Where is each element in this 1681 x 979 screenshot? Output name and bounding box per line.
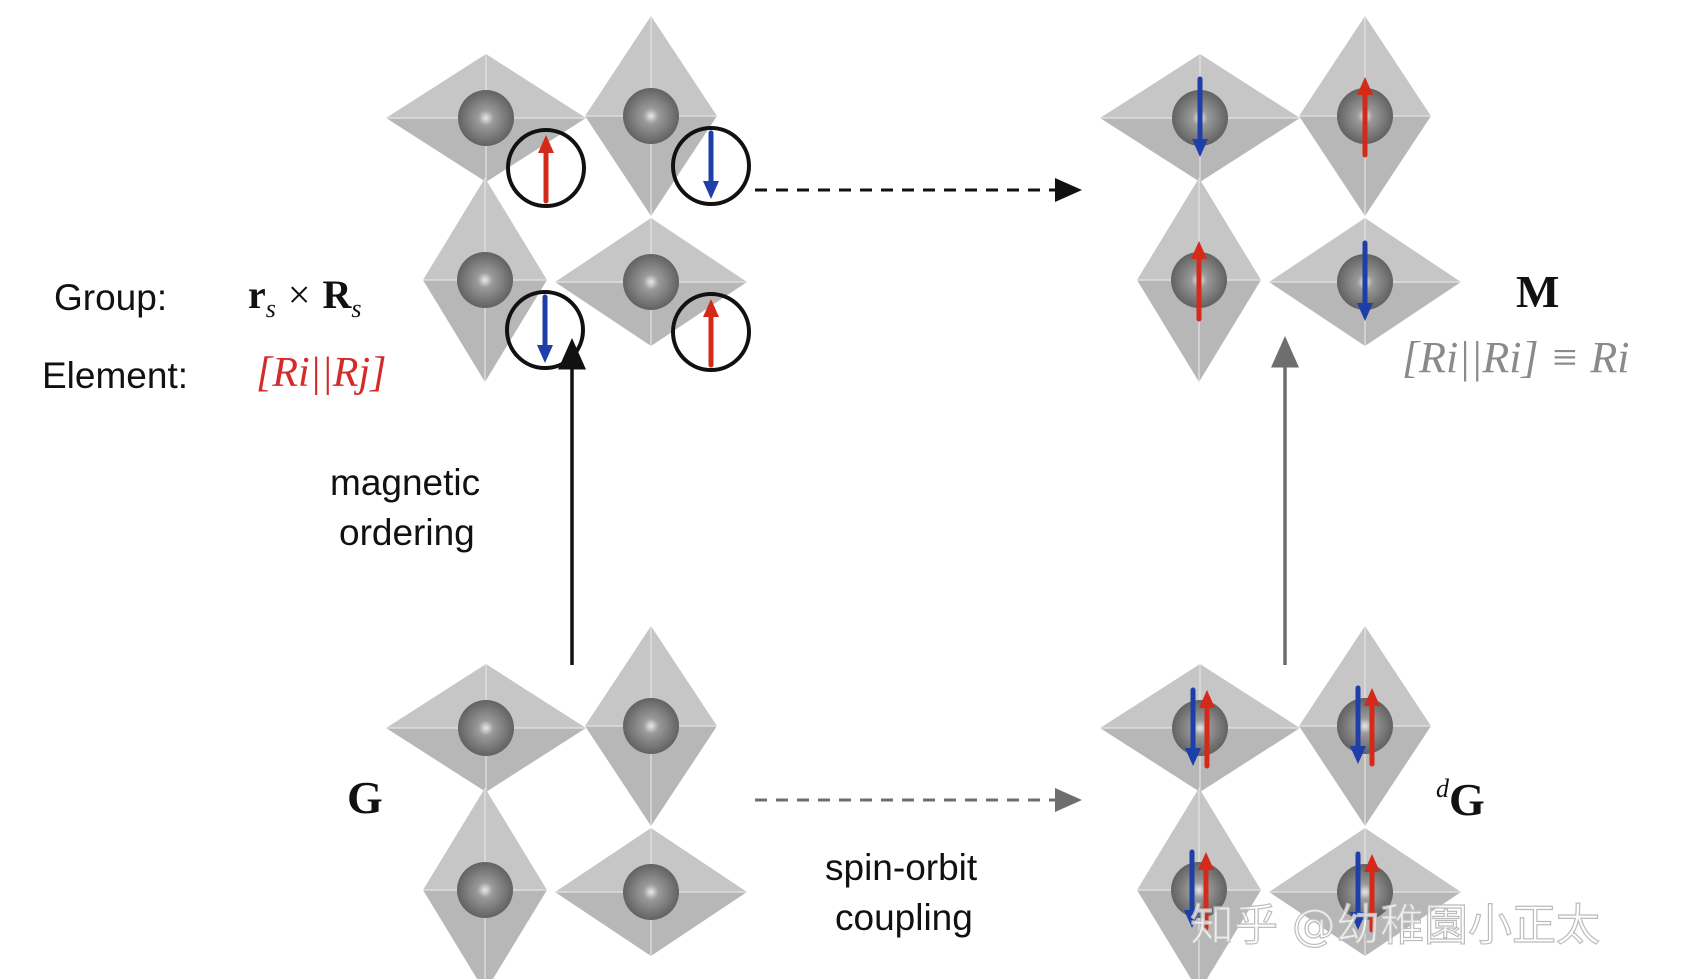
watermark: 知乎 @幼稚園小正太 xyxy=(1190,900,1600,951)
octahedron-tile xyxy=(1100,664,1300,792)
spin-down-arrowhead xyxy=(703,181,719,199)
element-label: Element: xyxy=(42,355,188,396)
spin-circle xyxy=(671,292,751,372)
spin-up-arrowhead xyxy=(703,299,719,317)
octahedron-tile xyxy=(1299,16,1431,216)
octahedron-tile xyxy=(555,218,751,372)
group-R: R xyxy=(322,272,352,317)
octahedron-tile xyxy=(1137,178,1261,382)
spin-orbit-label-2: coupling xyxy=(835,897,973,938)
spin-up-arrowhead xyxy=(1198,852,1214,870)
atom-sphere xyxy=(1337,864,1393,920)
magnetic-ordering-label-1: magnetic xyxy=(330,462,480,503)
group-R-sub: s xyxy=(351,294,361,323)
spin-circle xyxy=(506,128,586,208)
equiv-formula: [Ri||Ri] ≡ Ri xyxy=(1402,333,1629,382)
panel-bottom-left xyxy=(386,626,747,979)
crystal-panels xyxy=(386,16,1461,979)
panel-bottom-right xyxy=(1100,626,1461,979)
atom-sphere xyxy=(623,864,679,920)
group-r: r xyxy=(248,272,266,317)
atom-sphere xyxy=(457,862,513,918)
panel-top-right xyxy=(1100,16,1461,382)
octahedron-tile xyxy=(386,54,586,208)
atom-sphere xyxy=(623,254,679,310)
atom-sphere xyxy=(1172,700,1228,756)
spin-up-arrowhead xyxy=(538,135,554,153)
group-times: × xyxy=(288,272,311,317)
dG-label: dG xyxy=(1436,774,1485,825)
octahedron-tile xyxy=(585,16,751,216)
spin-up-arrowhead xyxy=(1364,854,1380,872)
octahedron-tile xyxy=(386,664,586,792)
spin-up-arrowhead xyxy=(1191,241,1207,259)
spin-up-arrowhead xyxy=(1199,690,1215,708)
octahedron-tile xyxy=(555,828,747,956)
atom-sphere xyxy=(623,698,679,754)
spin-circle xyxy=(505,290,585,370)
spin-down-arrowhead xyxy=(537,345,553,363)
octahedron-tile xyxy=(1137,788,1261,979)
atom-sphere xyxy=(458,700,514,756)
spin-down-arrowhead xyxy=(1350,746,1366,764)
spin-down-arrowhead xyxy=(1350,912,1366,930)
spin-up-arrowhead xyxy=(1364,688,1380,706)
panel-top-left xyxy=(386,16,751,382)
atom-sphere xyxy=(457,252,513,308)
spin-down-arrowhead xyxy=(1192,139,1208,157)
dG-superscript: d xyxy=(1436,774,1450,803)
group-label: Group: xyxy=(54,277,167,318)
magnetic-ordering-label-2: ordering xyxy=(339,512,475,553)
group-formula: rs×Rs xyxy=(248,272,361,323)
spin-orbit-label-1: spin-orbit xyxy=(825,847,978,888)
octahedron-tile xyxy=(1100,54,1300,182)
octahedron-tile xyxy=(423,788,547,979)
atom-sphere xyxy=(458,90,514,146)
spin-down-arrowhead xyxy=(1357,303,1373,321)
octahedron-tile xyxy=(1269,828,1461,956)
spin-down-arrowhead xyxy=(1185,748,1201,766)
octahedron-tile xyxy=(1269,218,1461,346)
spin-up-arrowhead xyxy=(1357,77,1373,95)
dG-base: G xyxy=(1449,774,1485,825)
group-r-sub: s xyxy=(266,294,276,323)
atom-sphere xyxy=(1171,862,1227,918)
octahedron-tile xyxy=(1299,626,1431,826)
octahedron-tile xyxy=(423,178,585,382)
atom-sphere xyxy=(623,88,679,144)
M-label: M xyxy=(1516,266,1559,317)
element-formula: [Ri||Rj] xyxy=(256,350,386,396)
octahedron-tile xyxy=(585,626,717,826)
G-label: G xyxy=(347,772,383,823)
atom-sphere xyxy=(1337,698,1393,754)
arrows xyxy=(558,178,1299,812)
spin-circle xyxy=(671,126,751,206)
spin-down-arrowhead xyxy=(1184,910,1200,928)
